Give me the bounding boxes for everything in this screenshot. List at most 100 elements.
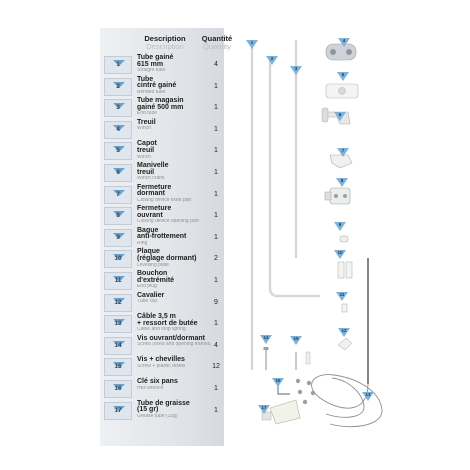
part-marker: 10 [334,250,346,262]
part-quantity: 1 [214,147,218,155]
part-quantity: 1 [214,277,218,284]
part-number: 14 [114,341,122,349]
part-number-badge: 5 [104,142,132,161]
part-number: 4 [116,125,120,133]
part-number-badge: 8 [104,207,132,226]
part-name-en: Winch [137,126,151,132]
part-name-fr: Tube de graisse (15 gr) [137,399,190,414]
part-name-fr: Vis ouvrant/dormant [137,334,205,342]
part-name-en: Tube clip [137,299,158,305]
marker-triangle-icon [338,328,350,337]
part-name-en: Bended tube [137,89,166,95]
description-header-en: Description [146,42,184,51]
marker-triangle-icon [362,392,374,401]
part-quantity: 4 [214,61,218,68]
part-number: 13 [114,320,122,328]
part-name-fr: Bague anti-frottement [137,226,187,241]
part-name-fr: Cavalier [137,291,165,299]
part-number: 8 [116,212,120,220]
part-quantity: 1 [214,233,218,241]
part-name-en: Hex wrench [137,385,164,391]
marker-triangle-icon [337,148,349,157]
part-name-en: Ring [137,240,148,246]
marker-triangle-icon [113,81,125,88]
part-marker: 1 [246,40,258,52]
part-marker: 4 [338,38,350,50]
marker-number: 13 [365,392,371,397]
marker-number: 11 [339,292,345,297]
part-name-en: Levelling plate [137,262,169,268]
part-quantity: 4 [214,341,218,349]
part-number-badge: 16 [104,380,132,398]
part-number-badge: 3 [104,99,132,118]
part-number: 17 [114,406,122,414]
part-number-badge: 6 [104,164,132,182]
marker-number: 7 [341,148,345,153]
marker-triangle-icon [246,40,258,49]
part-marker: 14 [260,335,272,347]
part-name-en: Screw + plastic dowel [137,363,186,369]
marker-triangle-icon [338,38,350,47]
marker-triangle-icon [113,340,125,347]
description-header: Description Description [130,35,200,51]
marker-triangle-icon [113,211,125,218]
marker-triangle-icon [336,292,348,301]
part-number-badge: 2 [104,77,132,96]
part-name-fr: Fermeture dormant [137,183,172,198]
part-marker: 12 [338,328,350,340]
part-number-badge: 4 [104,120,132,139]
part-marker: 5 [337,72,349,84]
marker-triangle-icon [334,250,346,259]
marker-triangle-icon [336,178,348,187]
part-number: 2 [116,82,120,90]
description-header-fr: Description [144,34,186,43]
marker-triangle-icon [113,124,125,131]
part-number: 12 [114,298,122,306]
marker-number: 10 [337,250,343,255]
part-number: 6 [116,169,120,176]
part-name-en: End plug [137,284,157,290]
part-number-badge: 14 [104,336,132,355]
part-quantity: 12 [212,363,220,371]
table-row: 17 Tube de graisse (15 gr)Grease tube (15… [104,399,224,422]
part-marker: 13 [362,392,374,404]
part-name-fr: Tube gainé 615 mm [137,54,174,68]
part-number-badge: 10 [104,250,132,269]
marker-triangle-icon [290,336,302,345]
quantity-header: Quantité Quantity [200,35,234,51]
marker-number: 4 [342,38,346,43]
marker-number: 16 [275,378,281,383]
part-name-fr: Treuil [137,118,156,126]
part-quantity: 1 [214,406,218,414]
part-quantity: 1 [214,320,218,328]
part-marker: 8 [336,178,348,190]
part-number-badge: 7 [104,185,132,204]
part-name-fr: Tube cintré gainé [137,75,177,90]
part-number: 10 [114,255,122,263]
part-number: 5 [116,147,120,155]
part-name-fr: Clé six pans [137,378,178,385]
marker-number: 6 [338,112,342,117]
part-number: 1 [116,61,120,68]
part-marker: 9 [334,222,346,234]
part-name-en: Grease tube (15g) [137,413,178,419]
